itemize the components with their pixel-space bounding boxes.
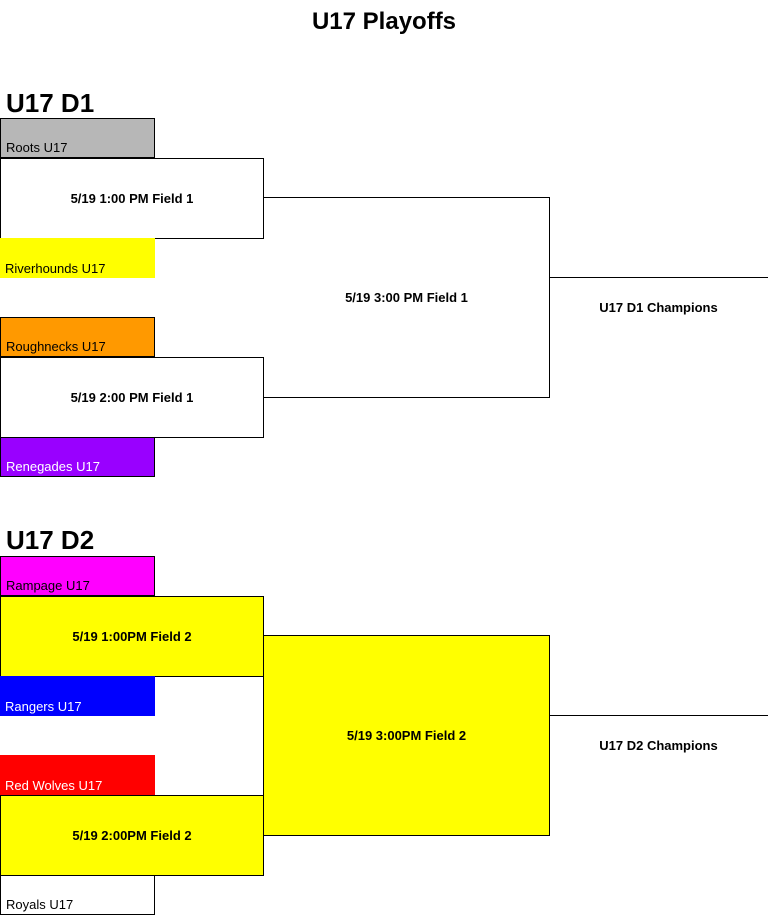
champion-line bbox=[549, 715, 768, 716]
team-name: Rampage U17 bbox=[6, 578, 90, 593]
team-slot: Roots U17 bbox=[0, 118, 155, 158]
bracket-line bbox=[263, 397, 550, 398]
division-title: U17 D1 bbox=[6, 88, 95, 118]
final-game-label: 5/19 3:00 PM Field 1 bbox=[345, 290, 468, 305]
team-name: Royals U17 bbox=[6, 897, 74, 912]
champion-label: U17 D1 Champions bbox=[599, 299, 718, 315]
game-label: 5/19 1:00 PM Field 1 bbox=[70, 191, 194, 206]
final-game-label: 5/19 3:00PM Field 2 bbox=[346, 728, 467, 743]
champion-line bbox=[549, 277, 768, 278]
team-name: Roots U17 bbox=[6, 140, 68, 155]
team-slot: Riverhounds U17 bbox=[0, 238, 155, 278]
bracket-line bbox=[263, 197, 550, 198]
final-game: 5/19 3:00PM Field 2 bbox=[263, 635, 550, 836]
team-slot: Red Wolves U17 bbox=[0, 755, 155, 795]
team-name: Renegades U17 bbox=[6, 459, 100, 474]
game-box: 5/19 2:00 PM Field 1 bbox=[0, 357, 264, 438]
team-slot: Roughnecks U17 bbox=[0, 317, 155, 357]
division-title: U17 D2 bbox=[6, 525, 95, 555]
team-slot: Rampage U17 bbox=[0, 556, 155, 596]
team-slot: Renegades U17 bbox=[0, 437, 155, 477]
team-name: Red Wolves U17 bbox=[5, 778, 103, 793]
team-slot: Royals U17 bbox=[0, 875, 155, 915]
team-name: Roughnecks U17 bbox=[6, 339, 106, 354]
game-box: 5/19 1:00PM Field 2 bbox=[0, 596, 264, 677]
team-slot: Rangers U17 bbox=[0, 676, 155, 716]
bracket-line bbox=[549, 197, 550, 398]
game-label: 5/19 2:00 PM Field 1 bbox=[70, 390, 194, 405]
champion-label: U17 D2 Champions bbox=[599, 737, 718, 753]
game-box: 5/19 1:00 PM Field 1 bbox=[0, 158, 264, 239]
game-box: 5/19 2:00PM Field 2 bbox=[0, 795, 264, 876]
game-label: 5/19 2:00PM Field 2 bbox=[72, 828, 192, 843]
page-title: U17 Playoffs bbox=[311, 8, 457, 35]
final-game: 5/19 3:00 PM Field 1 bbox=[264, 198, 549, 397]
team-name: Riverhounds U17 bbox=[5, 261, 106, 276]
team-name: Rangers U17 bbox=[5, 699, 82, 714]
game-label: 5/19 1:00PM Field 2 bbox=[72, 629, 192, 644]
